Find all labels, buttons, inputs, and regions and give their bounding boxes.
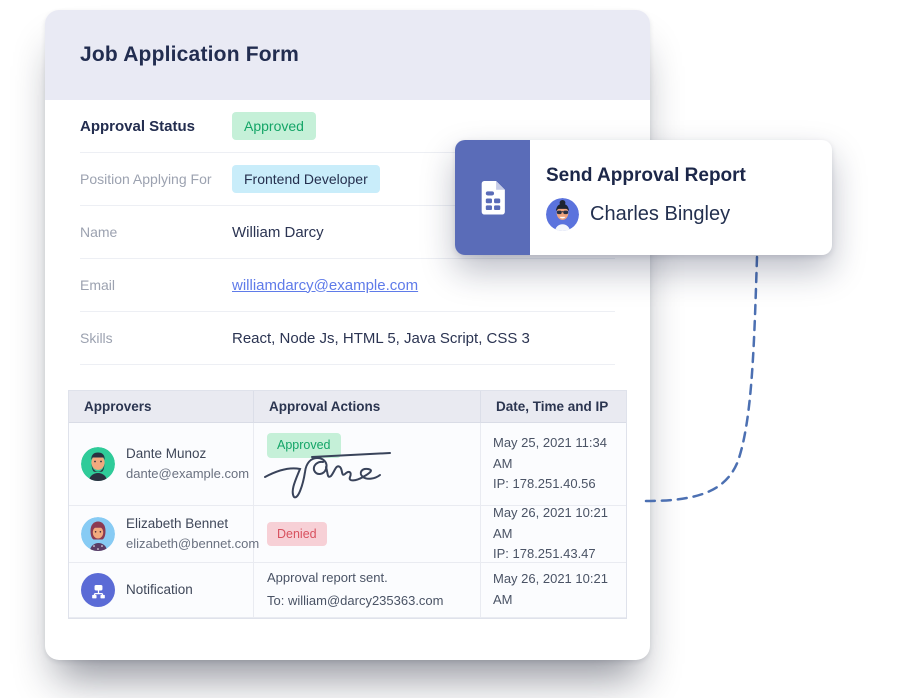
avatar-elizabeth <box>81 517 115 551</box>
skills-label: Skills <box>80 330 113 346</box>
approver-email: elizabeth@bennet.com <box>126 536 260 552</box>
name-label: Name <box>80 224 118 240</box>
table-cell-date-1: May 25, 2021 11:34 AM IP: 178.251.40.56 <box>481 423 626 506</box>
popover-body: Send Approval Report Charles Bingley <box>530 140 746 255</box>
form-fields: Approval Status Approved Position Applyi… <box>45 100 650 365</box>
position-badge: Frontend Developer <box>232 165 380 193</box>
signature-image <box>264 452 391 499</box>
field-name: Name William Darcy <box>80 206 615 259</box>
form-document-icon <box>455 140 530 255</box>
approved-badge: Approved <box>267 433 341 458</box>
approver-name: Dante Munoz <box>126 446 207 462</box>
page-title: Job Application Form <box>80 43 300 66</box>
table-row-approver-elizabeth: Elizabeth Bennet elizabeth@bennet.com <box>69 506 259 563</box>
datetime: May 26, 2021 10:21 AM <box>493 571 608 607</box>
approvers-table: Approvers Approval Actions Date, Time an… <box>68 390 627 619</box>
table-header-actions: Approval Actions <box>254 391 481 423</box>
field-skills: Skills React, Node Js, HTML 5, Java Scri… <box>80 312 615 365</box>
field-position: Position Applying For Frontend Developer <box>80 153 615 206</box>
datetime: May 26, 2021 10:21 AM <box>493 504 608 541</box>
name-value: William Darcy <box>232 223 324 241</box>
table-cell-action-approved: Approved <box>254 423 481 506</box>
table-cell-date-3: May 26, 2021 10:21 AM <box>481 563 626 618</box>
field-approval-status: Approval Status Approved <box>80 100 615 153</box>
datetime: May 25, 2021 11:34 AM <box>493 434 607 471</box>
table-cell-notification-detail: Approval report sent. To: william@darcy2… <box>254 563 481 618</box>
avatar-dante <box>81 447 115 481</box>
notification-line1: Approval report sent. <box>267 570 388 586</box>
skills-value: React, Node Js, HTML 5, Java Script, CSS… <box>232 329 530 347</box>
email-label: Email <box>80 277 116 293</box>
email-link[interactable]: williamdarcy@example.com <box>232 276 419 294</box>
approval-status-badge: Approved <box>232 112 316 140</box>
denied-badge: Denied <box>267 521 327 547</box>
approval-status-label: Approval Status <box>80 117 196 135</box>
table-row-notification: Notification <box>69 563 254 618</box>
popover-username: Charles Bingley <box>590 203 731 225</box>
notification-label: Notification <box>126 581 193 597</box>
field-email: Email williamdarcy@example.com <box>80 259 615 312</box>
table-header-date: Date, Time and IP <box>481 391 626 423</box>
avatar-charles <box>546 198 579 231</box>
ip-address: IP: 178.251.43.47 <box>493 546 596 562</box>
send-approval-report-popover[interactable]: Send Approval Report Charles Bingley <box>455 140 832 255</box>
table-cell-action-denied: Denied <box>254 506 481 563</box>
table-cell-date-2: May 26, 2021 10:21 AM IP: 178.251.43.47 <box>481 504 626 563</box>
sitemap-icon <box>81 573 115 607</box>
popover-user-row: Charles Bingley <box>546 198 746 231</box>
ip-address: IP: 178.251.40.56 <box>493 476 596 492</box>
approver-email: dante@example.com <box>126 466 250 482</box>
table-header-approvers: Approvers <box>69 391 254 423</box>
popover-title: Send Approval Report <box>546 165 746 186</box>
job-application-card: Job Application Form Approval Status App… <box>45 10 650 660</box>
position-label: Position Applying For <box>80 171 212 187</box>
notification-line2: To: william@darcy235363.com <box>267 593 444 608</box>
card-header: Job Application Form <box>45 10 650 100</box>
approver-name: Elizabeth Bennet <box>126 516 229 532</box>
table-row-approver-dante: Dante Munoz dante@example.com <box>69 423 254 506</box>
